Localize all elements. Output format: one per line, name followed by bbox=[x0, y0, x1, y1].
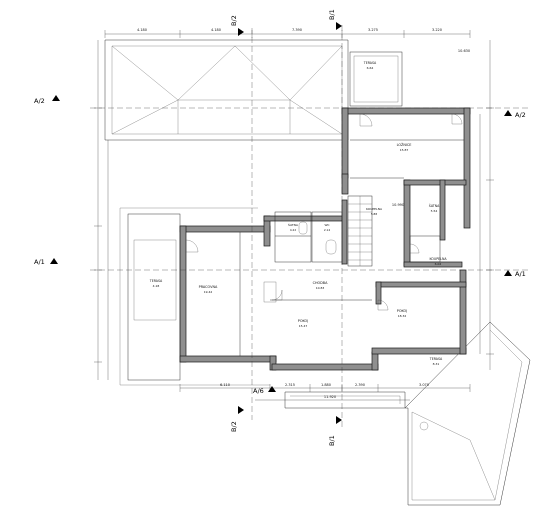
dim-top-2: 4.180 bbox=[211, 28, 221, 32]
room-label-terasa-upper: TERASA 6.64 bbox=[363, 61, 377, 70]
terrace-upper bbox=[349, 51, 403, 107]
dim-bottom-1: 6.110 bbox=[220, 383, 230, 387]
svg-text:5.54: 5.54 bbox=[431, 209, 438, 213]
svg-text:8.31: 8.31 bbox=[433, 362, 440, 366]
svg-text:TERASA: TERASA bbox=[429, 357, 443, 361]
room-label-koupelna-right: KOUPELNA 6.02 bbox=[429, 257, 447, 266]
svg-text:A/1: A/1 bbox=[34, 258, 45, 266]
interior-walls bbox=[239, 139, 464, 356]
svg-text:4.22: 4.22 bbox=[290, 228, 296, 232]
dim-top-5: 3.220 bbox=[432, 28, 442, 32]
svg-text:15.47: 15.47 bbox=[299, 324, 308, 328]
svg-text:KOUPELNA: KOUPELNA bbox=[429, 257, 447, 261]
level-top-right: 10.630 bbox=[458, 49, 470, 53]
svg-text:WC: WC bbox=[324, 223, 329, 227]
section-marker-b1-top: B/1 bbox=[328, 9, 342, 30]
svg-text:ŠATNA: ŠATNA bbox=[288, 222, 299, 227]
staircase bbox=[347, 195, 373, 267]
svg-text:LOŽNICE: LOŽNICE bbox=[397, 142, 412, 147]
room-label-pokoj-right: POKOJ 18.32 bbox=[397, 309, 407, 318]
dim-bottom-5: 3.070 bbox=[419, 383, 429, 387]
svg-text:TERASA: TERASA bbox=[149, 279, 163, 283]
dim-bottom-3: 1.880 bbox=[321, 383, 331, 387]
section-marker-b1-bottom: B/1 bbox=[328, 416, 342, 446]
bathroom-fixtures bbox=[263, 221, 429, 431]
svg-text:A/2: A/2 bbox=[34, 97, 45, 105]
roof-upper-left bbox=[104, 39, 349, 141]
svg-text:POKOJ: POKOJ bbox=[397, 309, 407, 313]
dimension-lines-bottom bbox=[179, 384, 471, 401]
level-mid: 10.990 bbox=[392, 203, 404, 207]
section-marker-a1-right: A/1 bbox=[504, 270, 526, 278]
svg-text:A/1: A/1 bbox=[515, 270, 526, 278]
svg-text:B/1: B/1 bbox=[328, 9, 336, 20]
svg-text:TERASA: TERASA bbox=[363, 61, 377, 65]
room-label-pracovna: PRACOVNA 19.42 bbox=[199, 285, 218, 294]
room-label-terasa-right: TERASA 8.31 bbox=[429, 357, 443, 366]
svg-text:B/1: B/1 bbox=[328, 435, 336, 446]
svg-text:KOUPELNA: KOUPELNA bbox=[366, 207, 383, 211]
section-lines bbox=[90, 25, 530, 430]
room-label-satna-center: ŠATNA 4.22 bbox=[288, 222, 299, 232]
dim-top-1: 4.180 bbox=[137, 28, 147, 32]
svg-text:10.83: 10.83 bbox=[316, 286, 325, 290]
dim-bottom-total: 11.920 bbox=[324, 395, 336, 399]
svg-text:PRACOVNA: PRACOVNA bbox=[199, 285, 218, 289]
room-label-satna-right: ŠATNA 5.54 bbox=[429, 203, 440, 213]
dim-bottom-4: 2.390 bbox=[355, 383, 365, 387]
room-label-pokoj-center: POKOJ 15.47 bbox=[298, 319, 308, 328]
section-marker-a6: A/6 bbox=[253, 386, 276, 395]
dim-top-3: 7.390 bbox=[292, 28, 302, 32]
section-marker-b2-top: B/2 bbox=[230, 15, 244, 36]
svg-text:ŠATNA: ŠATNA bbox=[429, 203, 440, 208]
door-swings bbox=[185, 113, 463, 311]
dimension-lines-top bbox=[104, 30, 471, 38]
room-label-chodba: CHODBA 10.83 bbox=[313, 281, 329, 290]
section-marker-a1-left: A/1 bbox=[34, 258, 58, 266]
section-marker-b2-bottom: B/2 bbox=[230, 406, 244, 432]
svg-text:6.64: 6.64 bbox=[367, 66, 374, 70]
room-label-wc: WC 2.14 bbox=[324, 223, 330, 232]
svg-text:19.42: 19.42 bbox=[204, 290, 213, 294]
dimension-lines-left bbox=[94, 40, 109, 380]
svg-text:18.32: 18.32 bbox=[398, 314, 407, 318]
svg-text:5.88: 5.88 bbox=[371, 212, 377, 216]
exterior-walls bbox=[179, 107, 471, 371]
dim-bottom-2: 2.315 bbox=[285, 383, 295, 387]
svg-text:A/6: A/6 bbox=[253, 387, 264, 395]
dim-top-4: 3.275 bbox=[368, 28, 378, 32]
svg-text:POKOJ: POKOJ bbox=[298, 319, 308, 323]
svg-text:2.14: 2.14 bbox=[324, 228, 330, 232]
svg-text:B/2: B/2 bbox=[230, 421, 238, 432]
terrace-left bbox=[119, 207, 270, 386]
svg-text:B/2: B/2 bbox=[230, 15, 238, 26]
dimension-lines-right bbox=[479, 40, 494, 370]
svg-text:A/2: A/2 bbox=[515, 111, 526, 119]
room-label-loznice: LOŽNICE 15.87 bbox=[397, 142, 412, 152]
svg-text:CHODBA: CHODBA bbox=[313, 281, 329, 285]
room-label-terasa-left: TERASA 4.18 bbox=[149, 279, 163, 288]
section-marker-a2-right: A/2 bbox=[504, 110, 526, 119]
room-label-koupelna-center: KOUPELNA 5.88 bbox=[366, 207, 383, 216]
svg-text:6.02: 6.02 bbox=[435, 262, 442, 266]
svg-text:4.18: 4.18 bbox=[153, 284, 160, 288]
section-marker-a2-left: A/2 bbox=[34, 95, 60, 105]
svg-text:15.87: 15.87 bbox=[400, 148, 409, 152]
